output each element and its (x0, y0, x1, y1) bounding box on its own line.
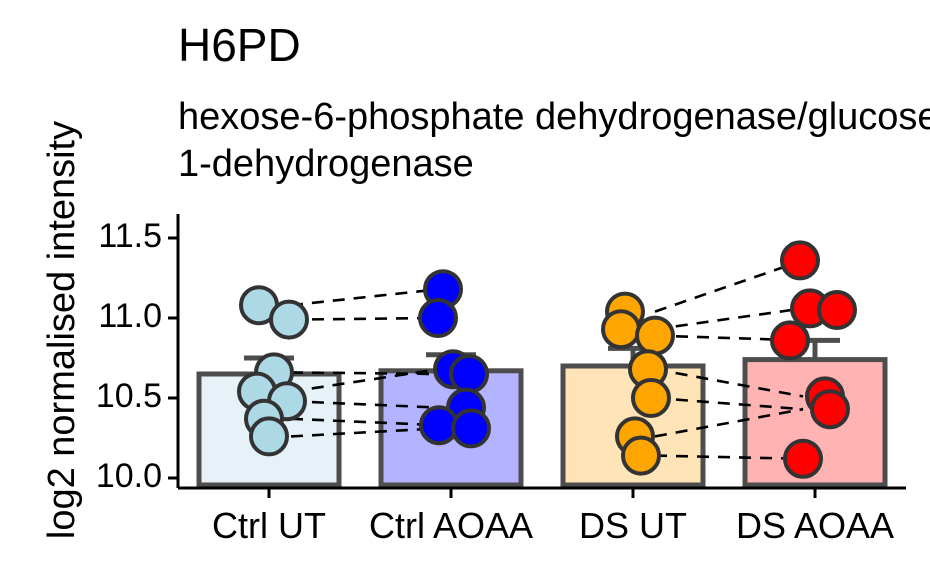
y-axis-label: log2 normalised intensity (41, 121, 83, 539)
point-2-1 (601, 309, 641, 350)
x-tick-label-3: DS AOAA (736, 505, 894, 546)
pair-line-0-5 (290, 427, 440, 438)
y-tick-label-3: 11.5 (98, 217, 162, 255)
point-0-1 (269, 299, 309, 340)
pair-line-1-1 (654, 307, 804, 331)
x-tick-label-2: DS UT (579, 505, 687, 546)
pair-line-1-3 (654, 367, 804, 398)
pair-line-1-5 (654, 407, 804, 438)
point-2-4 (631, 378, 671, 418)
pair-line-0-4 (290, 417, 440, 427)
x-tick-label-0: Ctrl UT (212, 505, 326, 546)
x-tick-label-1: Ctrl AOAA (369, 505, 533, 546)
point-1-3 (449, 354, 489, 394)
point-3-3 (770, 320, 810, 361)
chart-subtitle: hexose-6-phosphate dehydrogenase/glucose… (178, 96, 930, 185)
pair-line-0-6 (290, 367, 440, 393)
pair-line-1-0 (654, 259, 804, 313)
point-1-6 (451, 408, 491, 449)
pair-line-0-1 (290, 316, 440, 321)
point-2-6 (621, 435, 661, 476)
point-2-2 (635, 315, 675, 356)
pair-line-1-2 (654, 334, 804, 342)
pair-line-0-3 (290, 399, 440, 409)
pair-line-0-2 (290, 371, 440, 376)
point-3-0 (780, 240, 820, 281)
pair-line-1-6 (654, 454, 804, 461)
point-3-5 (810, 389, 850, 430)
chart-title: H6PD (178, 19, 301, 71)
point-0-6 (249, 416, 289, 457)
point-3-6 (783, 438, 823, 479)
pair-line-0-0 (290, 287, 440, 307)
y-tick-label-2: 11.0 (98, 297, 162, 335)
y-tick-label-1: 10.5 (96, 377, 162, 415)
y-tick-label-0: 10.0 (96, 457, 162, 495)
point-3-2 (817, 290, 857, 330)
pair-line-1-4 (654, 396, 804, 411)
point-1-1 (418, 298, 458, 338)
